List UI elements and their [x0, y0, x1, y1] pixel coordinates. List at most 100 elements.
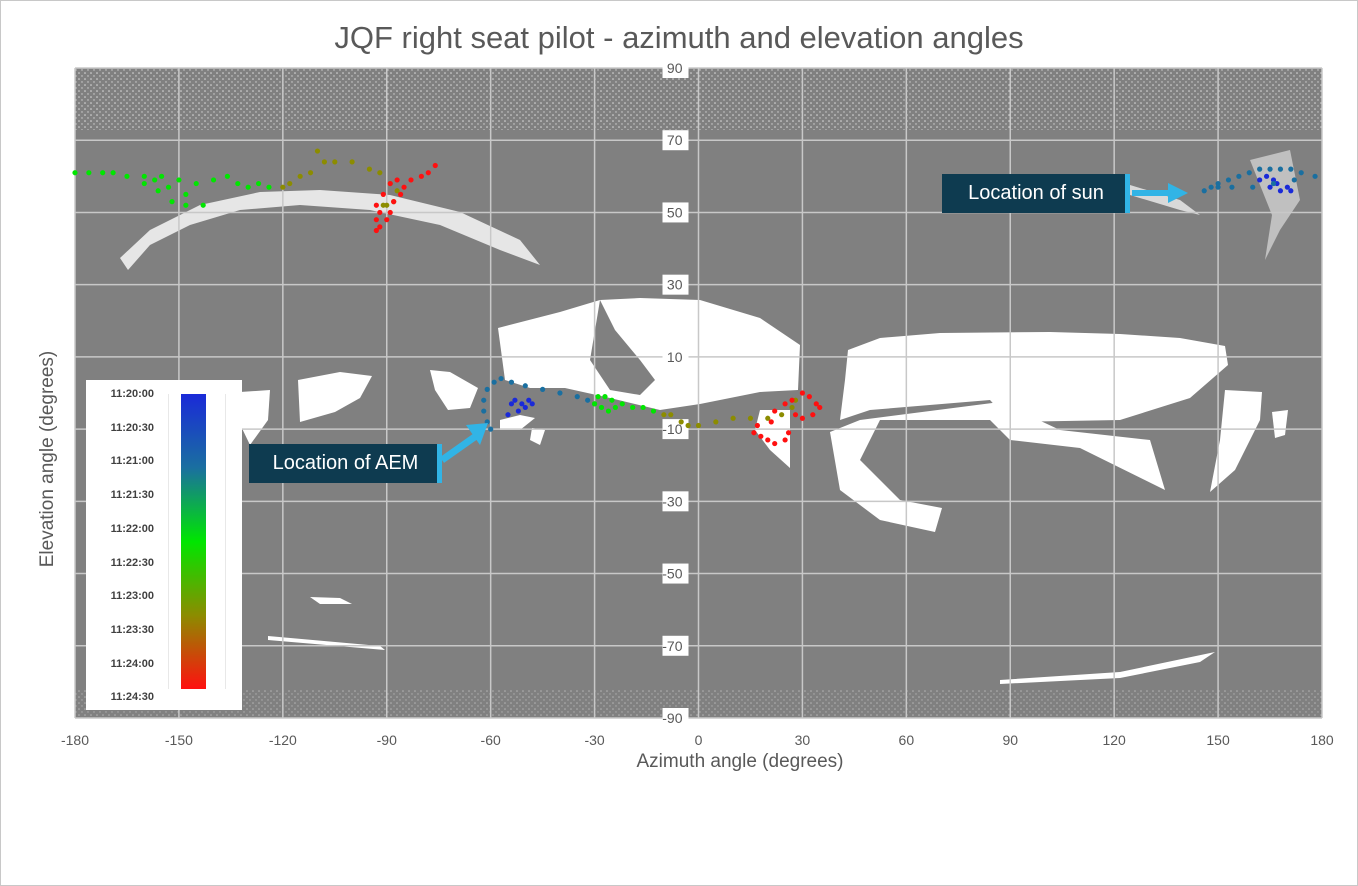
y-tick-label-bg [662, 202, 689, 223]
data-point [1270, 177, 1277, 183]
data-point [377, 224, 383, 230]
data-point [508, 379, 515, 385]
data-point [782, 437, 788, 443]
data-point [72, 170, 78, 176]
data-point [785, 430, 792, 436]
legend-time-label: 11:22:00 [110, 522, 154, 535]
data-point [1267, 184, 1273, 190]
data-points [72, 148, 1318, 447]
data-point [529, 401, 535, 407]
legend-colorbar [181, 394, 206, 689]
data-point [165, 184, 172, 190]
series-group [280, 148, 799, 429]
data-point [695, 422, 702, 429]
data-point [508, 401, 515, 407]
data-point [817, 404, 823, 411]
data-point [758, 433, 764, 439]
data-point [152, 177, 158, 183]
y-tick-label-bg [662, 708, 689, 728]
data-point [481, 408, 487, 414]
aem-callout-stripe [437, 444, 442, 483]
data-point [810, 412, 816, 418]
y-tick-label-bg [662, 130, 689, 151]
data-point [591, 401, 598, 407]
data-point [609, 397, 615, 403]
data-point [235, 180, 241, 187]
data-point [512, 397, 518, 403]
data-point [619, 401, 625, 407]
series-group [373, 162, 823, 447]
aem-callout: Location of AEM [249, 444, 442, 483]
data-point [1263, 173, 1270, 179]
data-point [280, 184, 286, 190]
y-tick-label-bg [662, 274, 689, 295]
data-point [245, 184, 251, 190]
data-point [799, 415, 806, 421]
aem-callout-label: Location of AEM [272, 452, 419, 474]
data-point [155, 188, 161, 194]
y-tick-label: -30 [662, 493, 682, 509]
data-point [1284, 184, 1290, 190]
data-point [595, 394, 601, 400]
legend-time-label: 11:21:00 [110, 455, 154, 468]
data-point [505, 412, 511, 418]
data-point [141, 180, 147, 187]
data-point [377, 170, 383, 176]
legend-time-label: 11:24:00 [110, 657, 154, 670]
data-point [1225, 177, 1232, 183]
data-point [713, 419, 719, 425]
x-tick-label: 60 [899, 732, 915, 748]
data-point [1215, 184, 1221, 190]
sun-arrow [1132, 183, 1188, 203]
data-point [1246, 170, 1252, 176]
data-point [685, 422, 691, 429]
data-point [799, 390, 806, 396]
y-tick-label: 90 [667, 60, 683, 76]
data-point [1229, 184, 1235, 190]
data-point [401, 184, 407, 190]
x-axis-label: Azimuth angle (degrees) [636, 751, 844, 772]
data-point [1270, 180, 1277, 187]
data-point [484, 386, 490, 392]
data-point [384, 217, 390, 223]
chart-title: JQF right seat pilot - azimuth and eleva… [334, 20, 1024, 55]
data-point [491, 379, 497, 385]
y-tick-label-bg [662, 58, 689, 78]
data-point [1250, 184, 1256, 190]
data-point [557, 390, 563, 396]
legend-time-label: 11:23:30 [110, 623, 154, 636]
x-tick-label: 0 [695, 732, 703, 748]
x-tick-label: 90 [1002, 732, 1018, 748]
data-point [792, 412, 799, 418]
data-point [782, 401, 788, 407]
x-tick-label: -60 [481, 732, 501, 748]
data-point [224, 173, 231, 179]
data-point [1312, 173, 1318, 179]
data-point [100, 170, 106, 176]
data-point [1215, 180, 1221, 187]
data-point [314, 148, 321, 154]
series-group [481, 166, 1318, 432]
x-tick-label: -120 [269, 732, 297, 748]
y-tick-label: 10 [667, 349, 683, 365]
y-tick-label-bg [662, 491, 689, 512]
data-point [612, 404, 618, 411]
y-tick-label-bg [662, 346, 689, 367]
legend-grid [168, 394, 226, 689]
data-point [1257, 177, 1263, 183]
x-tick-label: -150 [165, 732, 193, 748]
y-tick-label: -10 [662, 421, 682, 437]
y-tick-label-bg [662, 635, 689, 656]
grid-lines [74, 67, 1323, 719]
data-point [498, 375, 504, 382]
data-point [255, 180, 262, 187]
data-point [332, 159, 338, 165]
data-point [287, 180, 293, 187]
data-point [1291, 177, 1297, 183]
cockpit-silhouette [120, 150, 1300, 684]
x-tick-label: 180 [1310, 732, 1334, 748]
data-point [1277, 166, 1284, 172]
data-point [387, 180, 393, 187]
